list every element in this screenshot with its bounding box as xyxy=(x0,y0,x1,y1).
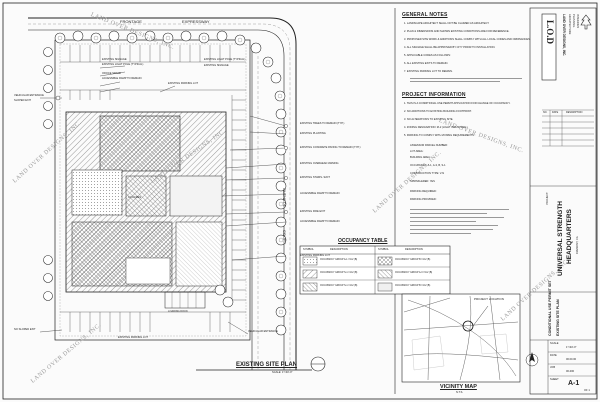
site-data-item: LOT AREA: xyxy=(410,150,424,153)
occupancy-row: OCCUPANCY GROUP A-1 / M-2 (B) xyxy=(320,259,358,261)
occupancy-header-description-1: DESCRIPTION xyxy=(330,248,348,251)
general-note: 3. PROPOSED SITE WORK & ADDITIONS SHALL … xyxy=(404,38,531,41)
site-data-item: ASSESSOR PARCEL NUMBER: xyxy=(410,144,448,147)
sheet-of: OF 1 xyxy=(584,389,590,392)
site-data-item: CONSTRUCTION TYPE: V-N xyxy=(410,172,445,175)
project-info-item: 2. NO ADDITIONS TO EXISTING BUILDING FOO… xyxy=(404,110,472,113)
general-note: 7. EXISTING PARKING LOT TO REMAIN. xyxy=(404,70,453,73)
site-data-item: OCCUPANCY: A-1, A-3, B, S-1 xyxy=(410,164,446,167)
callout-right-4: EXISTING STAIRS / EXIT xyxy=(300,176,330,179)
occupancy-row: OCCUPANCY GROUP B / M-2 (B) xyxy=(395,259,431,261)
callout-accessible-ramp: ACCESSIBLE RAMP TO REMAIN xyxy=(102,77,142,80)
revision-header-no: NO. xyxy=(543,111,548,114)
meta-label-scale: SCALE xyxy=(550,342,559,345)
firm-logo: L.O.D xyxy=(545,20,555,45)
project-location-label: PROJECT LOCATION xyxy=(474,297,504,301)
project-info-lines xyxy=(410,206,520,234)
project-info-item: 3. NO ALTERATIONS TO EXISTING SITE. xyxy=(404,118,454,121)
occupancy-row: OCCUPANCY GROUP S-1 / M-2 (B) xyxy=(320,285,358,287)
meta-label-job: JOB xyxy=(550,366,556,369)
callout-vehicular-entrance: VEHICULAR ENTRANCE xyxy=(14,94,44,97)
court-label: COURT xyxy=(282,230,287,245)
site-plan-scale: SCALE: 1"=40'-0" xyxy=(272,371,293,374)
firm-line: INTERIORS xyxy=(576,14,579,29)
callout-parking-lot-bottom: EXISTING PARKING LOT xyxy=(118,336,149,339)
general-note: 2. PLAN & DIMENSIONS AND SHOWN EXISTING … xyxy=(404,30,510,33)
project-information-title: PROJECT INFORMATION xyxy=(402,92,466,98)
general-note: 6. ALL EXISTING EXITS TO REMAIN. xyxy=(404,62,449,65)
callout-vehicular-entrance-2: VEHICULAR ENTRANCE xyxy=(248,330,278,333)
project-label: PROJECT: xyxy=(546,192,549,205)
firm-name: LAND OVER DESIGNS, INC. xyxy=(562,14,566,57)
project-info-item: 5. PARKING TO COMPLY WITH ZONING REQUIRE… xyxy=(404,134,475,137)
callout-light-pole: EXISTING LIGHT POLE (TYPICAL) xyxy=(102,63,144,66)
meta-value-job: 00-000 xyxy=(566,370,575,373)
callout-loading-dock: LOADING DOCK xyxy=(168,310,188,313)
occupancy-row: OCCUPANCY GROUP S-1 / M-2 (B) xyxy=(320,272,358,274)
occupancy-header-description-2: DESCRIPTION xyxy=(405,248,423,251)
meta-value-scale: 1"=40'-0" xyxy=(566,346,577,349)
drawing-title: EXISTING SITE PLAN xyxy=(556,299,560,336)
general-note: 5. APPLICABLE CODES AS FOLLOWS: xyxy=(404,54,451,57)
firm-emblem-icon xyxy=(580,14,592,30)
callout-office-space: OFFICE SPACE xyxy=(102,72,121,75)
site-data-item: PARKING REQUIRED: xyxy=(410,190,437,193)
occupancy-row: OCCUPANCY GROUP B / M-2 (B) xyxy=(395,285,431,287)
vicinity-map-title: VICINITY MAP xyxy=(440,384,477,390)
callout-sloped-exit: SLOPED EXIT xyxy=(14,99,32,102)
firm-line: ARCHITECTURE xyxy=(568,14,571,35)
notes-filler xyxy=(410,76,522,86)
site-plan-title: EXISTING SITE PLAN xyxy=(236,362,298,368)
existing-trees xyxy=(43,30,287,336)
project-info-item: 1. THIS IS A CONDITIONAL USE PERMIT APPL… xyxy=(404,102,511,105)
project-info-item: 4. ZONING DESIGNATION: M-2 (LIGHT INDUST… xyxy=(404,126,469,129)
street-label-frontage: FRONTAGE xyxy=(120,19,142,24)
site-data-item: BUILDING AREA: xyxy=(410,156,431,159)
project-location: FREMONT, CA xyxy=(576,236,579,254)
callout-right-1: EXISTING PLANTING xyxy=(300,132,326,135)
callout-right-2: EXISTING CONCRETE PAVING TO REMAIN (TYP.… xyxy=(300,146,361,149)
occupancy-header-symbol-2: SYMBOL xyxy=(378,248,389,251)
meta-value-date: 00.00.00 xyxy=(566,358,577,361)
site-data-item: SPRINKLERED: YES xyxy=(410,180,435,183)
revision-header-date: DATE xyxy=(552,111,559,114)
callout-right-0: EXISTING TREES TO REMAIN (TYP.) xyxy=(300,122,345,125)
street-label-expressway: EXPRESSWAY xyxy=(182,19,210,24)
callout-sloped-exit-2: NO SLOPED EXIT xyxy=(14,328,36,331)
occupancy-table-title: OCCUPANCY TABLE xyxy=(338,238,388,244)
occupancy-row: OCCUPANCY GROUP A-3 / M-2 (B) xyxy=(395,272,433,274)
site-data-item: PARKING PROVIDED: xyxy=(410,198,437,201)
meta-label-sheet: SHEET xyxy=(550,378,559,381)
firm-line: PLANNING xyxy=(572,14,575,28)
meta-label-date: DATE xyxy=(550,354,557,357)
sheet-title: CONDITIONAL USE PERMIT SET xyxy=(548,280,552,336)
road-label: GLENCOE xyxy=(282,188,287,208)
parcel-label: 0.0 ACRES xyxy=(128,196,142,199)
callout-existing-signage: EXISTING SIGNAGE xyxy=(102,58,127,61)
general-note: 4. ALL SIGNAGE SHALL BE APPROVED BY CITY… xyxy=(404,46,496,49)
callout-light-pole-2: EXISTING LIGHT POLE (TYPICAL) xyxy=(204,58,246,61)
general-note: 1. LANDSCAPE ARCHITECT SHALL NOT BE CLAI… xyxy=(404,22,490,25)
callout-signage-2: EXISTING SIGNAGE xyxy=(204,64,229,67)
callout-parking-lot: EXISTING PARKING LOT xyxy=(168,82,199,85)
callout-right-6: EXISTING FIRE EXIT xyxy=(300,210,326,213)
occupancy-header-symbol-1: SYMBOL xyxy=(303,248,314,251)
callout-right-7: ACCESSIBLE RAMP TO REMAIN xyxy=(300,220,340,223)
general-notes-title: GENERAL NOTES xyxy=(402,12,448,18)
project-name-line-1: UNIVERSAL STRENGTH xyxy=(557,201,564,276)
project-name-line-2: HEADQUARTERS xyxy=(566,209,573,264)
sheet-number: A-1 xyxy=(568,380,580,387)
vicinity-map-scale: N.T.S. xyxy=(456,391,464,394)
revision-header-description: DESCRIPTION xyxy=(566,111,583,114)
callout-right-5: ACCESSIBLE RAMP TO REMAIN xyxy=(300,192,340,195)
callout-right-8: EXISTING PARKING LOT xyxy=(300,254,331,257)
callout-right-3: EXISTING OVERHEAD AWNING xyxy=(300,162,339,165)
